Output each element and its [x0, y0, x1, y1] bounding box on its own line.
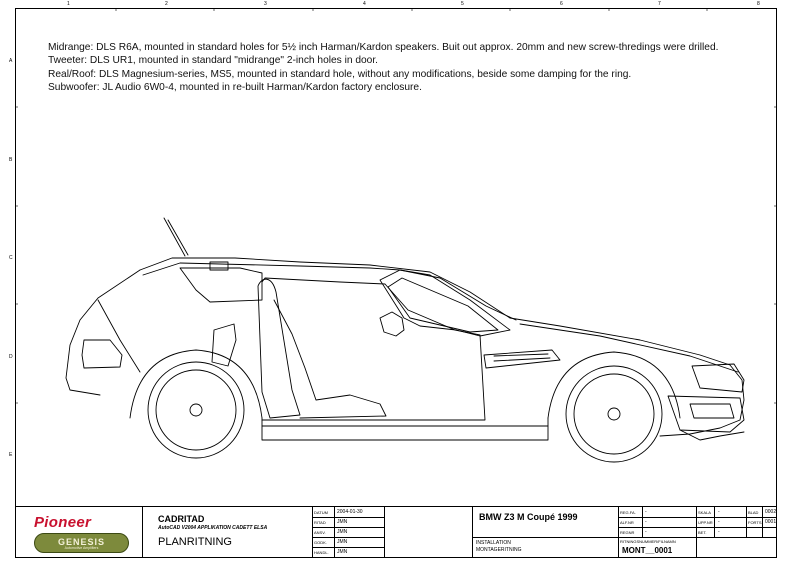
- drawing-number-label: RITNINGSNUMMER/FILNAMN: [620, 539, 676, 544]
- row-ref-c: C: [9, 255, 13, 261]
- company-name: CADRITAD: [158, 514, 205, 524]
- field-value-datum: 2004-01-30: [337, 509, 363, 515]
- uppnr-label: UPP.NR: [698, 520, 713, 525]
- field-label-godk: GODK.: [314, 540, 327, 545]
- field-value-ansv: JMN: [337, 529, 348, 535]
- sheet-value: 0002: [765, 509, 777, 515]
- installation-notes: Midrange: DLS R6A, mounted in standard h…: [48, 41, 718, 95]
- column-ref-6: 6: [560, 1, 563, 7]
- field-label-handl: HANDL.: [314, 550, 329, 555]
- title-block: Pioneer GENESIS Automotive Amplifiers CA…: [16, 506, 776, 558]
- bet-label: BET.: [698, 530, 707, 535]
- ref-label-regnr: REGNR: [620, 530, 635, 535]
- column-ref-4: 4: [363, 1, 366, 7]
- headlight: [691, 363, 745, 393]
- side-mirror: [379, 311, 405, 337]
- forts-label: FORTS.: [748, 520, 763, 525]
- ref-label-alfnr: ALF.NR: [620, 520, 634, 525]
- field-label-ansv: ANSV.: [314, 530, 326, 535]
- row-ref-a: A: [9, 58, 13, 64]
- roof-speaker: [209, 261, 229, 271]
- sheet-type: PLANRITNING: [158, 536, 232, 548]
- row-ref-d: D: [9, 354, 13, 360]
- antenna: [163, 217, 186, 257]
- uppnr-value: -: [718, 519, 720, 525]
- project-title: BMW Z3 M Coupé 1999: [479, 512, 578, 522]
- row-ref-e: E: [9, 452, 13, 458]
- ref-value-regnr: -: [645, 529, 647, 535]
- side-gill: [483, 349, 561, 369]
- genesis-logo-subtext: Automotive Amplifiers: [64, 546, 99, 550]
- field-value-ritad: JMN: [337, 519, 348, 525]
- rear-panel: [211, 323, 237, 367]
- tail-lamp: [81, 339, 123, 369]
- rear-wheel: [147, 361, 245, 459]
- field-value-godk: JMN: [337, 539, 348, 545]
- note-midrange: Midrange: DLS R6A, mounted in standard h…: [48, 42, 719, 53]
- scale-value: -: [718, 509, 720, 515]
- door-window: [387, 277, 499, 333]
- forts-value: 0001: [765, 519, 777, 525]
- column-ref-7: 7: [658, 1, 661, 7]
- bet-value: -: [718, 529, 720, 535]
- column-ref-2: 2: [165, 1, 168, 7]
- row-ref-b: B: [9, 157, 13, 163]
- sheet-frame: [15, 8, 777, 558]
- field-label-ritad: RITAD: [314, 520, 326, 525]
- ref-label-regfa: REG.FA.: [620, 510, 636, 515]
- column-ref-5: 5: [461, 1, 464, 7]
- field-label-datum: DATUM: [314, 510, 328, 515]
- note-subwoofer: Subwoofer: JL Audio 6W0-4, mounted in re…: [48, 82, 422, 94]
- ref-value-regfa: -: [645, 509, 647, 515]
- column-ref-3: 3: [264, 1, 267, 7]
- column-ref-1: 1: [67, 1, 70, 7]
- scale-label: SKALA: [698, 510, 711, 515]
- genesis-logo-text: GENESIS: [57, 537, 105, 547]
- front-wheel: [565, 365, 663, 463]
- sheet-label: BLAD: [748, 510, 759, 515]
- ref-value-alfnr: -: [645, 519, 647, 525]
- drawing-number: MONT__0001: [622, 546, 673, 555]
- note-tweeter: Tweeter: DLS UR1, mounted in standard "m…: [48, 55, 379, 67]
- seat: [257, 278, 301, 419]
- software-line: AutoCAD V2004 APPLIKATION CADETT ELSA: [158, 525, 268, 531]
- note-rear-roof: Real/Roof: DLS Magnesium-series, MS5, mo…: [48, 68, 632, 80]
- montage-line: MONTAGERITNING: [476, 547, 522, 553]
- pioneer-logo: Pioneer: [34, 514, 92, 531]
- installation-line: INSTALLATION: [476, 540, 511, 546]
- genesis-logo: GENESIS Automotive Amplifiers: [34, 533, 129, 553]
- field-value-handl: JMN: [337, 549, 348, 555]
- column-ref-8: 8: [757, 1, 760, 7]
